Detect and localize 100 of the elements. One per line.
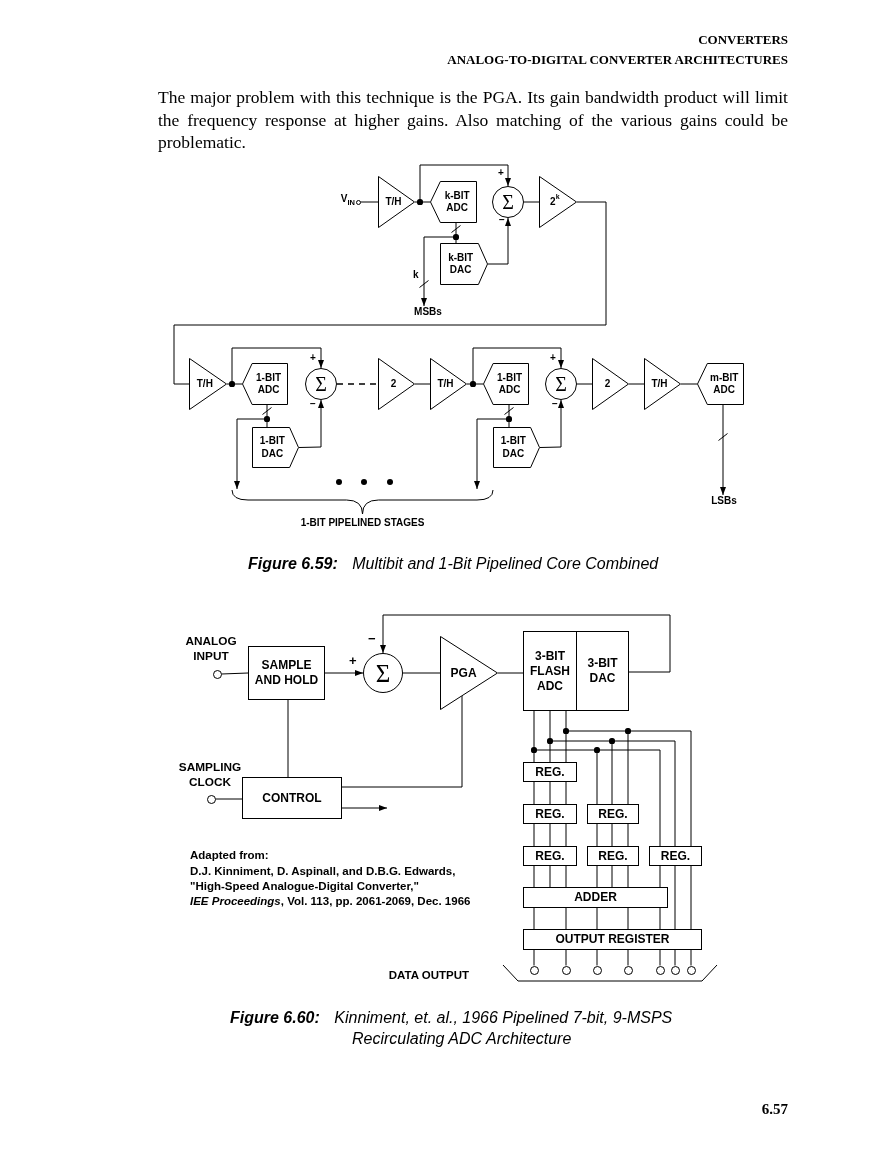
terminal-circle [355,199,361,205]
arrow [231,347,324,382]
polarity-sign: + [349,654,357,667]
connector-line [262,404,272,417]
block-label: REG. [535,848,565,864]
connector-line [576,383,593,385]
connector-line [565,823,567,847]
connector-line [690,865,692,930]
arrow [419,164,511,200]
terminal-circle [592,965,602,975]
citation-text: "High-Speed Analogue-Digital Converter," [190,879,419,894]
connector-line [549,865,551,888]
function-block [587,804,639,824]
connector-line [266,421,268,428]
terminal-label: SAMPLING CLOCK [178,760,242,789]
block-label: k-BIT ADC [443,189,471,215]
arrow [234,418,265,490]
polarity-sign: + [498,168,504,178]
connector-line [627,823,629,847]
function-block [523,929,702,950]
block-label: k-BIT DAC [447,251,475,277]
connector-line [234,383,243,385]
connector-line [596,907,598,930]
sigma-label: Σ [502,192,514,212]
sigma-label: Σ [315,374,327,394]
terminal-circle [206,794,216,804]
connector-line [536,749,595,751]
block-label: REG. [535,806,565,822]
connector-line [627,865,629,888]
terminal-circle [529,965,539,975]
arrow [718,404,728,496]
block-label: 2$^{k}$ [550,195,560,209]
junction-dot [547,738,553,744]
connector-line [508,421,510,428]
connector-line [414,383,431,385]
connector-line [549,781,551,805]
connector-line [533,907,535,930]
connector-line [552,740,610,742]
connector-line [565,865,567,888]
block-label: 1-BIT ADC [496,371,524,397]
junction-dot [531,747,537,753]
connector-line [497,672,524,674]
arrow [487,217,511,265]
connector-line [680,383,698,385]
polarity-sign: − [368,632,376,645]
block-label: REG. [598,806,628,822]
block-label: REG. [535,764,565,780]
connector-line [659,865,661,888]
connector-line [466,383,471,385]
connector-line [596,752,598,805]
function-block [649,846,702,866]
junction-dot [506,416,512,422]
connector-line [596,865,598,888]
arrow [539,399,564,448]
connector-line [659,949,661,966]
connector-line [402,672,441,674]
block-label: ADDER [574,890,617,905]
connector-line [611,865,613,888]
arrow [474,418,507,490]
junction-dot [625,728,631,734]
connector-line [627,733,629,805]
connector-line [659,907,661,930]
connector-line [414,201,418,203]
connector-line [611,743,613,805]
junction-dot [417,199,423,205]
connector-line [360,201,379,203]
block-label: 2 [604,377,611,391]
connector-line [690,949,692,966]
connector-line [221,672,249,675]
arrow [380,614,671,673]
bus-label: DATA OUTPUT [388,968,469,983]
polarity-sign: − [310,399,316,409]
connector-line [533,752,535,763]
body-paragraph: The major problem with this technique is the PGA. Its gain bandwidth product will limit the frequency response at higher gains. Also matching of the various gains could be problematic. [158,86,788,154]
connector-line [599,749,661,847]
terminal-circle [623,965,633,975]
arrow [341,805,388,811]
sigma-label: Σ [555,374,567,394]
block-label: PGA [450,665,477,681]
connector-line [533,710,535,748]
junction-dot [264,416,270,422]
block-label: REG. [660,848,691,864]
function-block [523,631,577,711]
block-label: T/H [385,195,402,209]
arrow [419,236,454,307]
connector-line [287,699,289,778]
terminal-label: ANALOG INPUT [184,634,238,663]
function-block [576,631,629,711]
block-label: T/H [651,377,668,391]
block-label: SAMPLE AND HOLD [253,658,320,688]
citation-text: Adapted from: [190,848,269,863]
terminal-circle [686,965,696,975]
connector-line [215,798,243,800]
function-block [523,762,577,782]
junction-dot [609,738,615,744]
connector-line [568,730,626,732]
polarity-sign: + [310,353,316,363]
terminal-circle [561,965,571,975]
connector-line [611,823,613,847]
arrow [324,670,364,676]
